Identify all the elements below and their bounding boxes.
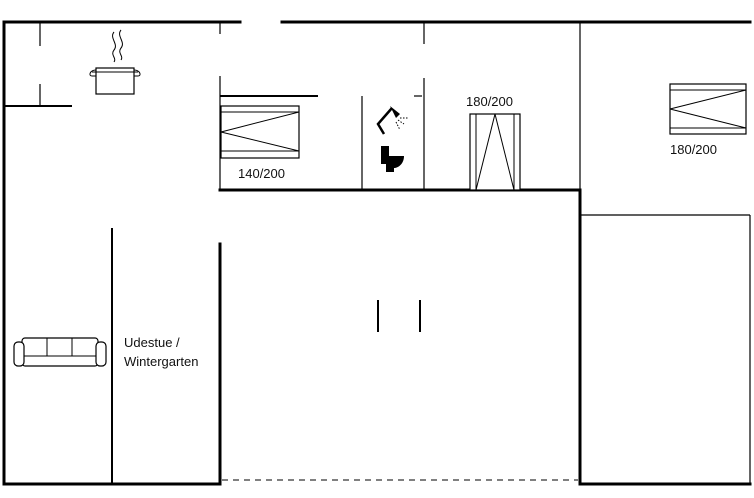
bed-label-140-200: 140/200	[238, 166, 285, 181]
cooking-pot-icon	[89, 29, 141, 95]
bed-140-200	[220, 105, 300, 159]
outer-walls	[2, 20, 752, 486]
bed-label-180-200-middle: 180/200	[466, 94, 513, 109]
toilet-icon	[381, 146, 404, 172]
sunroom-label-line2: Wintergarten	[124, 354, 198, 369]
sofa-icon	[13, 337, 107, 367]
shower-icon	[376, 106, 408, 135]
bed-label-180-200-right: 180/200	[670, 142, 717, 157]
kitchen-walls	[4, 22, 72, 107]
bedroom-one-walls	[220, 22, 425, 190]
interior-walls	[111, 22, 751, 486]
sunroom-label-line1: Udestue /	[124, 335, 180, 350]
center-marks	[377, 300, 421, 332]
bed-180-200-right	[669, 83, 747, 135]
bed-180-200-middle	[469, 113, 521, 191]
